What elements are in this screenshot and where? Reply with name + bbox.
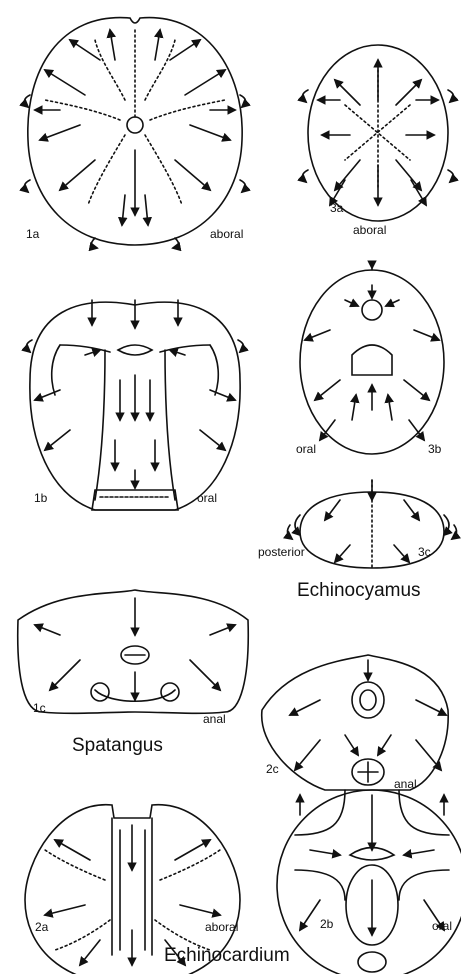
diagram-3b	[300, 265, 444, 454]
diagram-2b	[277, 790, 461, 974]
view-2c: anal	[394, 778, 417, 790]
view-3b: oral	[296, 443, 316, 455]
view-3c: posterior	[258, 546, 305, 558]
diagram-2c	[262, 655, 448, 790]
view-2b: oral	[432, 920, 452, 932]
label-2b: 2b	[320, 918, 333, 930]
diagram-3c	[287, 480, 456, 568]
view-1b: oral	[197, 492, 217, 504]
label-3a: 3a	[330, 202, 343, 214]
label-3c: 3c	[418, 546, 431, 558]
label-1b: 1b	[34, 492, 47, 504]
label-2a: 2a	[35, 921, 48, 933]
view-1a: aboral	[210, 228, 243, 240]
genus-echinocyamus: Echinocyamus	[297, 581, 421, 601]
view-3a: aboral	[353, 224, 386, 236]
diagram-1c	[18, 590, 249, 713]
genus-spatangus: Spatangus	[72, 736, 163, 756]
label-1c: 1c	[33, 702, 46, 714]
diagram-1a	[24, 18, 245, 248]
diagram-1b	[26, 300, 243, 510]
view-1c: anal	[203, 713, 226, 725]
label-2c: 2c	[266, 763, 279, 775]
view-2a: aboral	[205, 921, 238, 933]
diagram-3a	[302, 45, 453, 221]
label-1a: 1a	[26, 228, 39, 240]
label-3b: 3b	[428, 443, 441, 455]
genus-echinocardium: Echinocardium	[164, 946, 290, 966]
